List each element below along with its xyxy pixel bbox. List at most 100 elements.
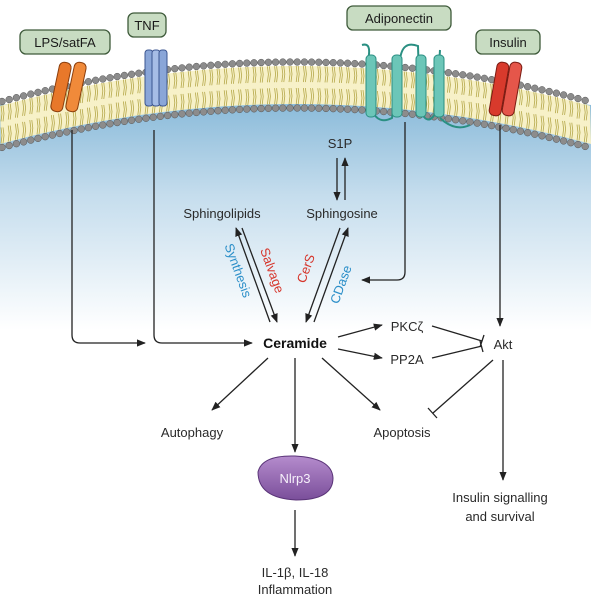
lipid-tail [108,81,113,120]
tnf-label: TNF [134,18,159,33]
lipid-tail [123,79,127,118]
lipid-head [91,76,100,84]
lipid-head [567,93,575,101]
lipid-head [329,59,337,67]
lipid-head [538,86,546,94]
lipid-head [135,69,143,77]
lipid-head [315,58,323,66]
lipid-head [250,59,258,67]
lipid-tail [22,99,27,138]
lipid-tail [583,104,588,143]
lipid-head [135,115,143,123]
lipid-head [221,60,229,68]
lipid-head [444,115,453,123]
lipid-head [99,121,107,129]
lipid-head [207,61,215,69]
lipid-head [127,70,136,78]
lipid-tail [43,94,48,133]
lipid-head [408,110,417,118]
insulin-receptor [488,61,523,117]
lipid-tail [310,66,315,105]
lipid-head [19,138,28,146]
lipid-head [264,104,273,112]
lipid-head [502,124,510,132]
lipid-head [307,104,316,112]
lipid-head [171,65,179,73]
lipid-head [581,96,589,105]
autophagy-label: Autophagy [161,425,224,440]
lipid-head [459,71,467,79]
s1p-label: S1P [328,136,353,151]
lipid-head [84,77,93,86]
lipid-head [0,97,6,106]
lipid-head [293,58,301,66]
lipid-head [523,83,532,91]
lipid-head [336,59,345,67]
pp2a-label: PP2A [390,352,424,367]
lipid-head [286,58,294,66]
lipid-head [315,104,323,112]
inflammation-line1: IL-1β, IL-18 [262,565,329,580]
lipid-head [149,113,157,121]
lipid-tail [281,66,286,105]
lipid-head [379,61,388,70]
lipid-tail [454,77,459,116]
lipid-tail [569,100,574,139]
lipid-head [199,108,208,116]
lipid-head [27,136,35,144]
lipid-tail [137,77,142,116]
lipid-head [235,105,244,114]
lipid-tail [209,69,214,108]
arrow-ceramide-to-pkcz [337,323,383,338]
lipid-head [567,139,575,147]
lipid-head [63,128,71,136]
lipid-head [271,58,280,66]
lipid-head [286,104,294,112]
lipid-head [322,104,330,113]
lipid-head [243,105,251,113]
lipid-head [163,111,172,120]
arrow-synthesis [235,227,271,323]
lipid-head [358,60,366,68]
lipid-tail [173,72,178,111]
cytoplasm [0,85,591,330]
lipid-head [84,123,93,132]
lipid-head [178,64,186,72]
lipid-tail [324,66,329,105]
sphingosine-label: Sphingosine [306,206,378,221]
lipid-tail [7,103,12,142]
arrow-adiponectin-to-cdase [361,122,406,284]
inhibit-pp2a-akt [431,345,483,359]
lipid-tail [576,102,581,141]
lipid-tail [382,69,387,108]
lps-label-box: LPS/satFA [19,29,111,55]
lipid-tail [223,68,228,107]
lipid-head [307,58,316,66]
lipid-head [531,130,539,138]
lipid-head [178,110,186,118]
lipid-tail [231,67,235,106]
lipid-head [257,104,265,113]
lipid-head [322,58,330,67]
lipid-head [185,109,193,117]
lipid-tail [526,90,531,129]
lipid-tail [562,98,567,137]
lipid-tail [238,67,243,106]
lipid-head [279,104,287,112]
lipid-head [408,64,417,72]
lipid-head [192,62,201,71]
lipid-head [401,63,409,72]
lipid-head [235,59,244,68]
lipid-tail [295,65,300,105]
lipid-head [351,59,359,68]
pkcz-label: PKCζ [391,319,424,334]
lipid-head [106,120,114,128]
lipid-head [185,63,193,71]
lipid-tail [187,71,192,110]
lipid-tail [101,82,106,122]
lipid-tail [425,73,430,112]
lipid-head [5,95,13,104]
lipid-head [351,105,359,114]
lipid-head [451,116,460,124]
